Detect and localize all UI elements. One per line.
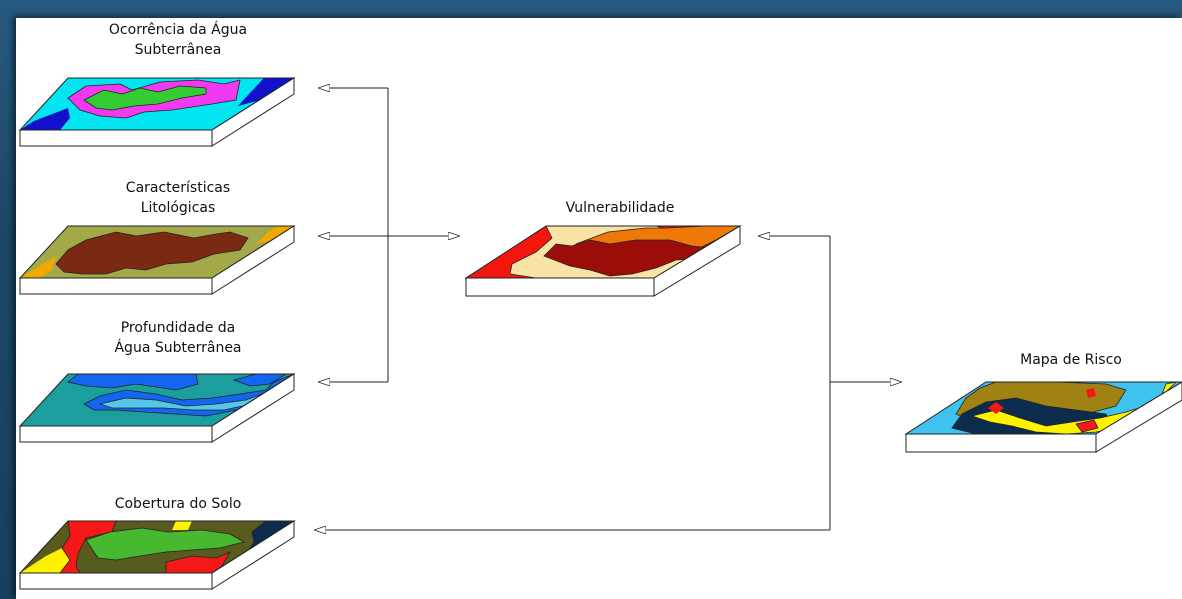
litologia-slab-front (19, 277, 213, 295)
layer-ocorrencia (18, 77, 296, 147)
ocorrencia-slab-side (211, 77, 295, 147)
diagram-svg (18, 77, 1182, 590)
layer-profundidade (18, 373, 296, 443)
label-vulnerabilidade-text: Vulnerabilidade (565, 200, 675, 216)
cobertura-zone-green (85, 527, 246, 561)
connectors (314, 88, 902, 530)
label-profundidade-line1: Profundidade da (120, 320, 236, 336)
label-profundidade-line2: Água Subterrânea (114, 340, 242, 356)
litologia-zone-orange-right (256, 226, 294, 244)
profundidade-slab-front (19, 425, 213, 443)
cobertura-zone-yellow-left (20, 548, 70, 573)
cobertura-slab-front (19, 572, 213, 590)
label-ocorrencia-line2: Subterrânea (134, 42, 222, 58)
diagram-canvas: Ocorrência da Água Subterrânea Caracterí… (16, 18, 1182, 599)
cobertura-zone-red (59, 520, 117, 574)
label-profundidade: Profundidade da Água Subterrânea (64, 318, 292, 358)
profundidade-zone-blue-small (232, 373, 288, 387)
label-mapa-risco: Mapa de Risco (966, 350, 1176, 370)
litologia-slab-side (211, 225, 295, 295)
risco-zone-red-small (1086, 388, 1096, 398)
profundidade-slab-side (211, 373, 295, 443)
label-vulnerabilidade: Vulnerabilidade (506, 198, 734, 218)
cobertura-slab-side (211, 520, 295, 590)
risco-zone-red (1075, 419, 1099, 433)
label-cobertura-line1: Cobertura do Solo (114, 496, 242, 512)
risco-slab-front (905, 433, 1097, 453)
ocorrencia-zone-blue-left (20, 108, 70, 130)
label-litologia: Características Litológicas (64, 178, 292, 218)
label-ocorrencia-line1: Ocorrência da Água (108, 22, 248, 38)
layer-litologia (18, 225, 296, 295)
litologia-zone-brown (55, 231, 249, 275)
layer-cobertura (18, 520, 296, 590)
risco-slab-side (1095, 381, 1182, 453)
ocorrencia-slab-front (19, 129, 213, 147)
cobertura-zone-yellow-top (172, 521, 192, 530)
litologia-zone-orange-left (20, 256, 56, 278)
layer-vulnerabilidade (464, 225, 742, 297)
label-ocorrencia: Ocorrência da Água Subterrânea (64, 20, 292, 60)
layer-risco (904, 381, 1182, 453)
ocorrencia-zone-blue-right (238, 78, 294, 106)
label-litologia-line1: Características (125, 180, 231, 196)
ocorrencia-zone-green (83, 85, 207, 111)
label-cobertura: Cobertura do Solo (64, 494, 292, 514)
risco-zone-red-left (988, 402, 1004, 414)
vulnerabilidade-slab-front (465, 277, 655, 297)
vulnerabilidade-slab-side (653, 225, 741, 297)
label-mapa-risco-text: Mapa de Risco (1020, 352, 1122, 368)
label-litologia-line2: Litológicas (140, 200, 216, 216)
